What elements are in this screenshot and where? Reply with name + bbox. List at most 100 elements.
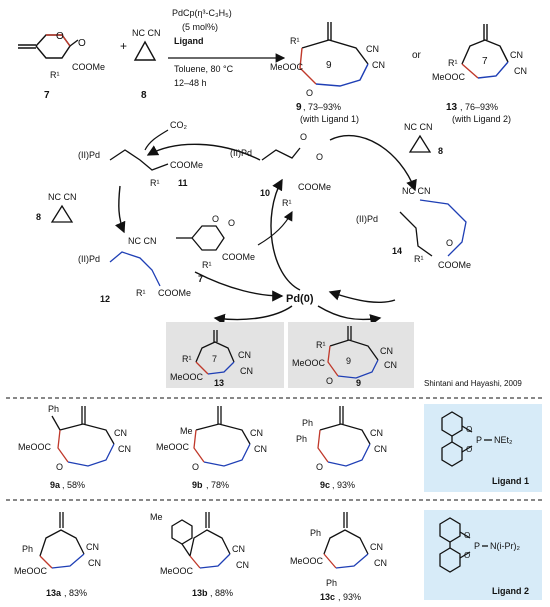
example-13b: Me MeOOC CN CN 13b , 88%	[150, 512, 249, 598]
ligand-1-panel	[424, 404, 542, 492]
example-label: 13c	[320, 592, 335, 602]
substrate-entry-arrow	[257, 210, 293, 246]
compound-7-label: 7	[44, 90, 50, 101]
compound-13-label: 13	[214, 378, 224, 388]
cyano-label: CN	[366, 44, 379, 54]
ring-size-9: 9	[346, 356, 351, 366]
dicyano-label: NC CN	[48, 192, 77, 202]
product-13-boxed: 7 R¹ MeOOC CN CN 13	[170, 330, 253, 388]
oxygen-label: O	[466, 445, 472, 454]
compound-10-label: 10	[260, 188, 270, 198]
compound-12-label: 12	[100, 294, 110, 304]
product-13-yield: , 76–93%	[460, 102, 498, 112]
intermediate-11: (II)Pd COOMe R¹ 11	[78, 149, 203, 188]
carbonyl-oxygen: O	[316, 152, 323, 162]
intermediate-10: (II)Pd O O COOMe R¹ 10	[230, 132, 331, 208]
phenyl-label: Ph	[22, 544, 33, 554]
intermediate-12: (II)Pd NC CN COOMe R¹ 12	[78, 236, 191, 304]
ring-oxygen: O	[316, 462, 323, 472]
cyano-label: CN	[238, 350, 251, 360]
example-label: 9a	[50, 480, 61, 490]
cyano-label: CN	[118, 444, 131, 454]
or-label: or	[412, 50, 422, 61]
ring-oxygen: O	[192, 462, 199, 472]
cyano-label: CN	[232, 544, 245, 554]
pd-ii-label: (II)Pd	[230, 148, 252, 158]
compound-9-label: 9	[356, 378, 361, 388]
ester-label: MeOOC	[270, 62, 304, 72]
ester-label: MeOOC	[292, 358, 326, 368]
ester-label: COOMe	[222, 252, 255, 262]
examples-row-2: Ph MeOOC CN CN 13a , 83% Me MeOOC CN CN …	[14, 510, 542, 602]
carbonyl-oxygen: O	[228, 218, 235, 228]
cycle-arrow	[328, 289, 396, 304]
cyano-label: CN	[510, 50, 523, 60]
ester-label: COOMe	[438, 260, 471, 270]
ring-oxygen: O	[446, 238, 453, 248]
ring-oxygen: O	[56, 462, 63, 472]
example-13a: Ph MeOOC CN CN 13a , 83%	[14, 512, 101, 598]
r1-label: R¹	[448, 58, 458, 68]
r1-label: R¹	[282, 198, 292, 208]
oxygen-label: O	[464, 531, 470, 540]
catalyst-label: PdCp(η³-C₃H₅)	[172, 8, 232, 18]
cyclopropane-8-structure	[133, 40, 157, 61]
citation-credit: Shintani and Hayashi, 2009	[424, 379, 522, 388]
product-9-structure	[299, 22, 369, 87]
ligand-2-panel	[424, 510, 542, 600]
ring-oxygen: O	[326, 376, 333, 386]
cyano-label: CN	[88, 558, 101, 568]
ring-size-7: 7	[212, 354, 217, 364]
ligand-2-label: Ligand 2	[492, 586, 529, 596]
example-13c: Ph Ph MeOOC CN CN 13c , 93%	[290, 512, 387, 602]
product-9-yield: , 73–93%	[303, 102, 341, 112]
ester-label: COOMe	[158, 288, 191, 298]
r1-label: R¹	[136, 288, 146, 298]
phenyl-label: Ph	[326, 578, 337, 588]
cyano-label: CN	[372, 60, 385, 70]
example-9c: Ph Ph CN CN O 9c , 93%	[296, 406, 387, 490]
example-yield: , 58%	[62, 480, 85, 490]
compound-14-label: 14	[392, 246, 402, 256]
cycle-arrow	[146, 143, 261, 161]
cyclopropane-8-reagent: NC CN 8	[36, 192, 77, 223]
dicyano-label: NC CN	[404, 122, 433, 132]
cycle-arrow	[213, 305, 293, 325]
example-yield: , 88%	[210, 588, 233, 598]
example-label: 9c	[320, 480, 330, 490]
example-label: 9b	[192, 480, 203, 490]
product-9-label: 9	[296, 102, 302, 113]
ligand-1-label: Ligand 1	[492, 476, 529, 486]
r1-label: R¹	[182, 354, 192, 364]
ring-oxygen-label: O	[56, 31, 64, 42]
catalytic-cycle: Pd(0) CO₂ (II)Pd COOMe R¹ 11 NC CN 8 (II…	[36, 120, 522, 388]
pd0-label: Pd(0)	[286, 293, 314, 305]
example-yield: , 78%	[206, 480, 229, 490]
product-13-note: (with Ligand 2)	[452, 114, 511, 124]
carboxylate-oxygen: O	[300, 132, 307, 142]
cyano-label: CN	[254, 444, 267, 454]
dicyano-label: NC CN	[132, 28, 161, 38]
ring-oxygen-label: O	[306, 88, 313, 98]
oxygen-label: O	[466, 425, 472, 434]
ester-label: MeOOC	[156, 442, 190, 452]
compound-8-label: 8	[141, 90, 147, 101]
phosphorus-label: P	[476, 435, 482, 445]
phenyl-label: Ph	[310, 528, 321, 538]
r1-label: R¹	[50, 70, 60, 80]
product-13-structure	[461, 24, 509, 79]
cyano-label: CN	[86, 542, 99, 552]
phenyl-label: Ph	[296, 434, 307, 444]
cyano-label: CN	[114, 428, 127, 438]
cyano-label: CN	[514, 66, 527, 76]
cyano-label: CN	[374, 558, 387, 568]
cyano-label: CN	[384, 360, 397, 370]
ester-label: MeOOC	[290, 556, 324, 566]
r1-label: R¹	[316, 340, 326, 350]
ester-label: MeOOC	[160, 566, 194, 576]
cyano-label: CN	[240, 366, 253, 376]
pd-ii-label: (II)Pd	[78, 254, 100, 264]
cyano-label: CN	[374, 444, 387, 454]
cyclopropane-8-reagent: NC CN 8	[404, 122, 443, 156]
